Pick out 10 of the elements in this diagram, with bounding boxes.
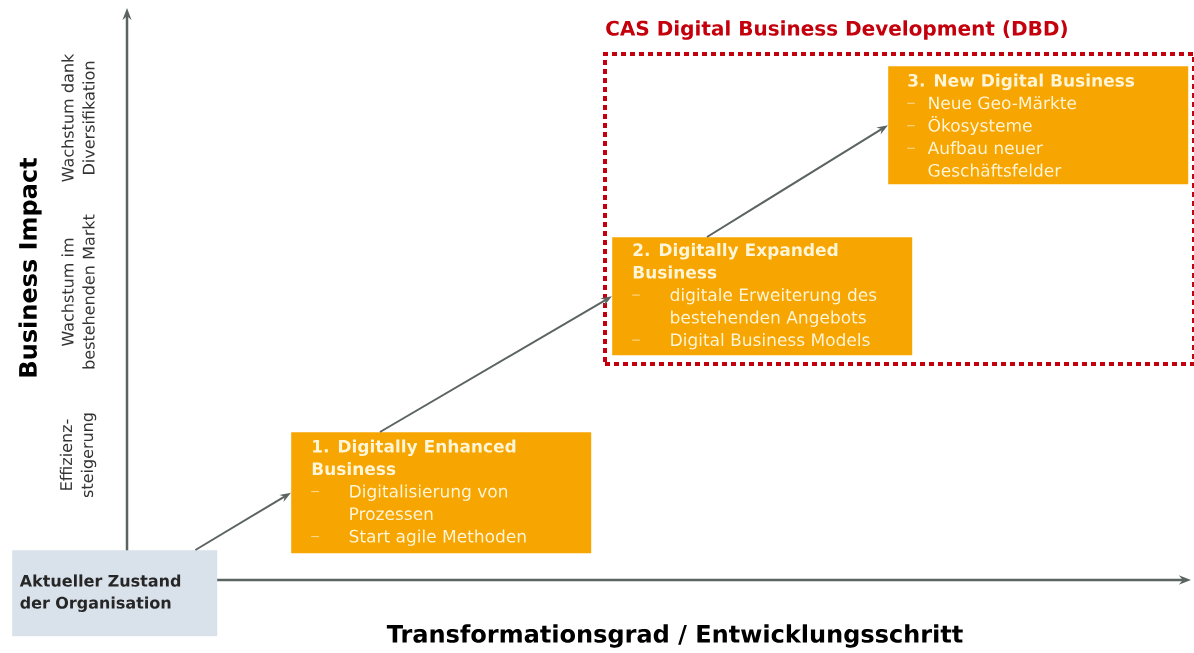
axis-title: Business Impact — [18, 157, 42, 377]
level-label: Effizienz- steigerung — [59, 413, 97, 498]
level-label: Wachstum dank Diversifikation — [61, 53, 95, 182]
stage-box: 1. Digitally Enhanced Business Digitalisierung von Prozessen Start agile Methoden — [291, 432, 592, 554]
region-title: CAS Digital Business Development (DBD) — [606, 20, 1067, 40]
stage-box: 3. New Digital Business Neue Geo-Märkte Ökosysteme Aufbau neuer Geschäftsfelder — [888, 66, 1189, 185]
start-box: Aktueller Zustand der Organisation — [12, 550, 218, 637]
stage-box: 2. Digitally Expanded Business digitale Erweiterung des bestehenden Angebots Digital Business Models — [612, 237, 913, 356]
axis-title: Transformationsgrad / Entwicklungsschritt — [386, 624, 963, 648]
level-label: Wachstum im bestehenden Markt — [61, 214, 95, 369]
